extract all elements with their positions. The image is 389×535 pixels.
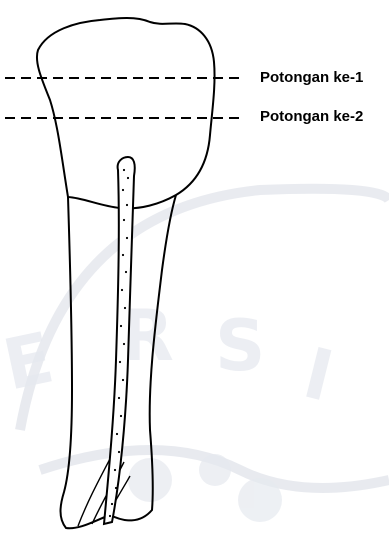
cut-label-2: Potongan ke-2: [260, 108, 363, 126]
cut-label-1: Potongan ke-1: [260, 69, 363, 87]
root-canal-filling: [104, 157, 135, 524]
